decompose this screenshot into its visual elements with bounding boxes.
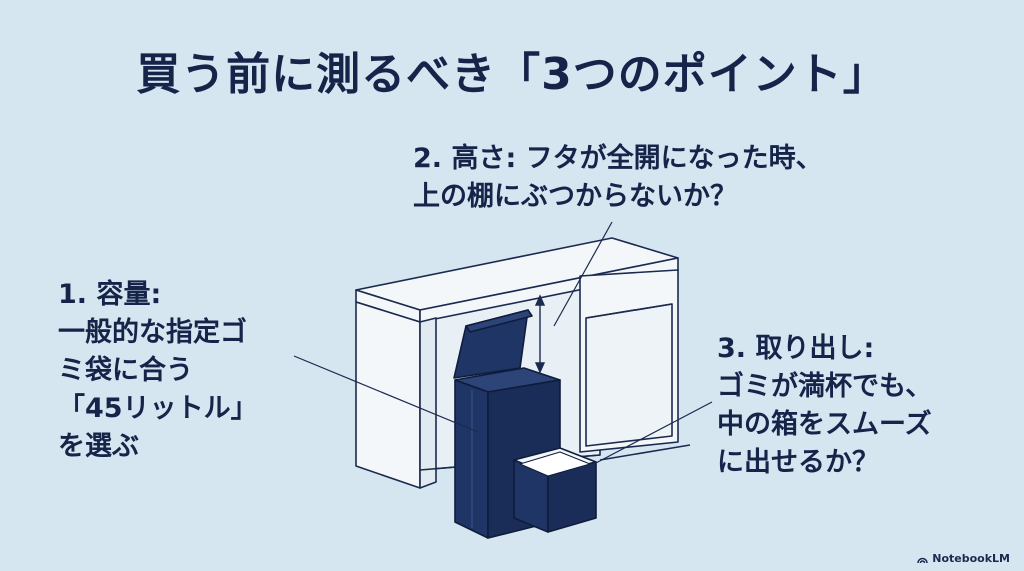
leader-removal [593, 401, 713, 465]
callout-removal: 3. 取り出し: ゴミが満杯でも、 中の箱をスムーズ に出せるか？ [717, 330, 932, 482]
notebooklm-logo-icon [917, 557, 928, 563]
height-measure-arrow [534, 294, 546, 374]
leader-capacity [293, 355, 479, 433]
callout-removal-line: 中の箱をスムーズ [717, 409, 932, 440]
callout-capacity: 1. 容量: 一般的な指定ゴ ミ袋に合う 「45リットル」 を選ぶ [58, 276, 258, 466]
leader-height [553, 221, 613, 327]
callout-removal-line: に出せるか？ [717, 447, 879, 478]
trash-bin [453, 309, 597, 539]
door-top-edge [585, 303, 673, 319]
cabinet-door [585, 303, 673, 447]
notebooklm-watermark: NotebookLM [917, 552, 1010, 565]
callout-height: 2. 高さ: フタが全開になった時、 上の棚にぶつからないか？ [413, 140, 823, 216]
callout-capacity-line: ミ袋に合う [58, 355, 193, 386]
callout-removal-line: ゴミが満杯でも、 [717, 371, 933, 402]
callout-capacity-line: 1. 容量: [58, 279, 162, 310]
callout-capacity-line: を選ぶ [58, 431, 139, 462]
left-panel-inner [419, 317, 437, 489]
callout-removal-line: 3. 取り出し: [717, 333, 875, 364]
callout-height-line: 上の棚にぶつからないか？ [413, 181, 737, 212]
callout-height-line: 2. 高さ: フタが全開になった時、 [413, 143, 823, 174]
page-title: 買う前に測るべき「3つのポイント」 [136, 49, 888, 100]
callout-capacity-line: 「45リットル」 [58, 393, 258, 424]
watermark-text: NotebookLM [932, 552, 1010, 565]
callout-capacity-line: 一般的な指定ゴ [58, 317, 247, 348]
floor-line-right [599, 444, 691, 461]
